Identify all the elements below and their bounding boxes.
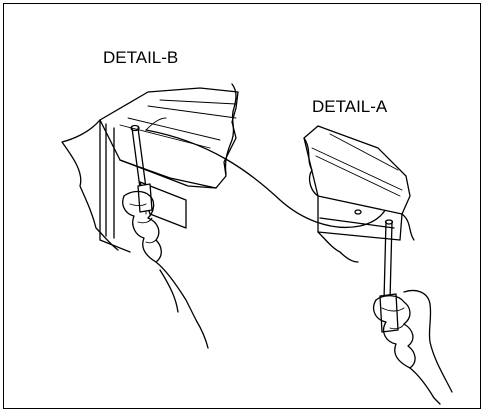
detail-b-label: DETAIL-B (103, 48, 179, 67)
detail-b-unit (61, 83, 239, 349)
diagram-frame (3, 3, 481, 409)
detail-a-unit (303, 125, 453, 405)
detail-a-label: DETAIL-A (312, 97, 388, 116)
connector-line (145, 129, 391, 228)
